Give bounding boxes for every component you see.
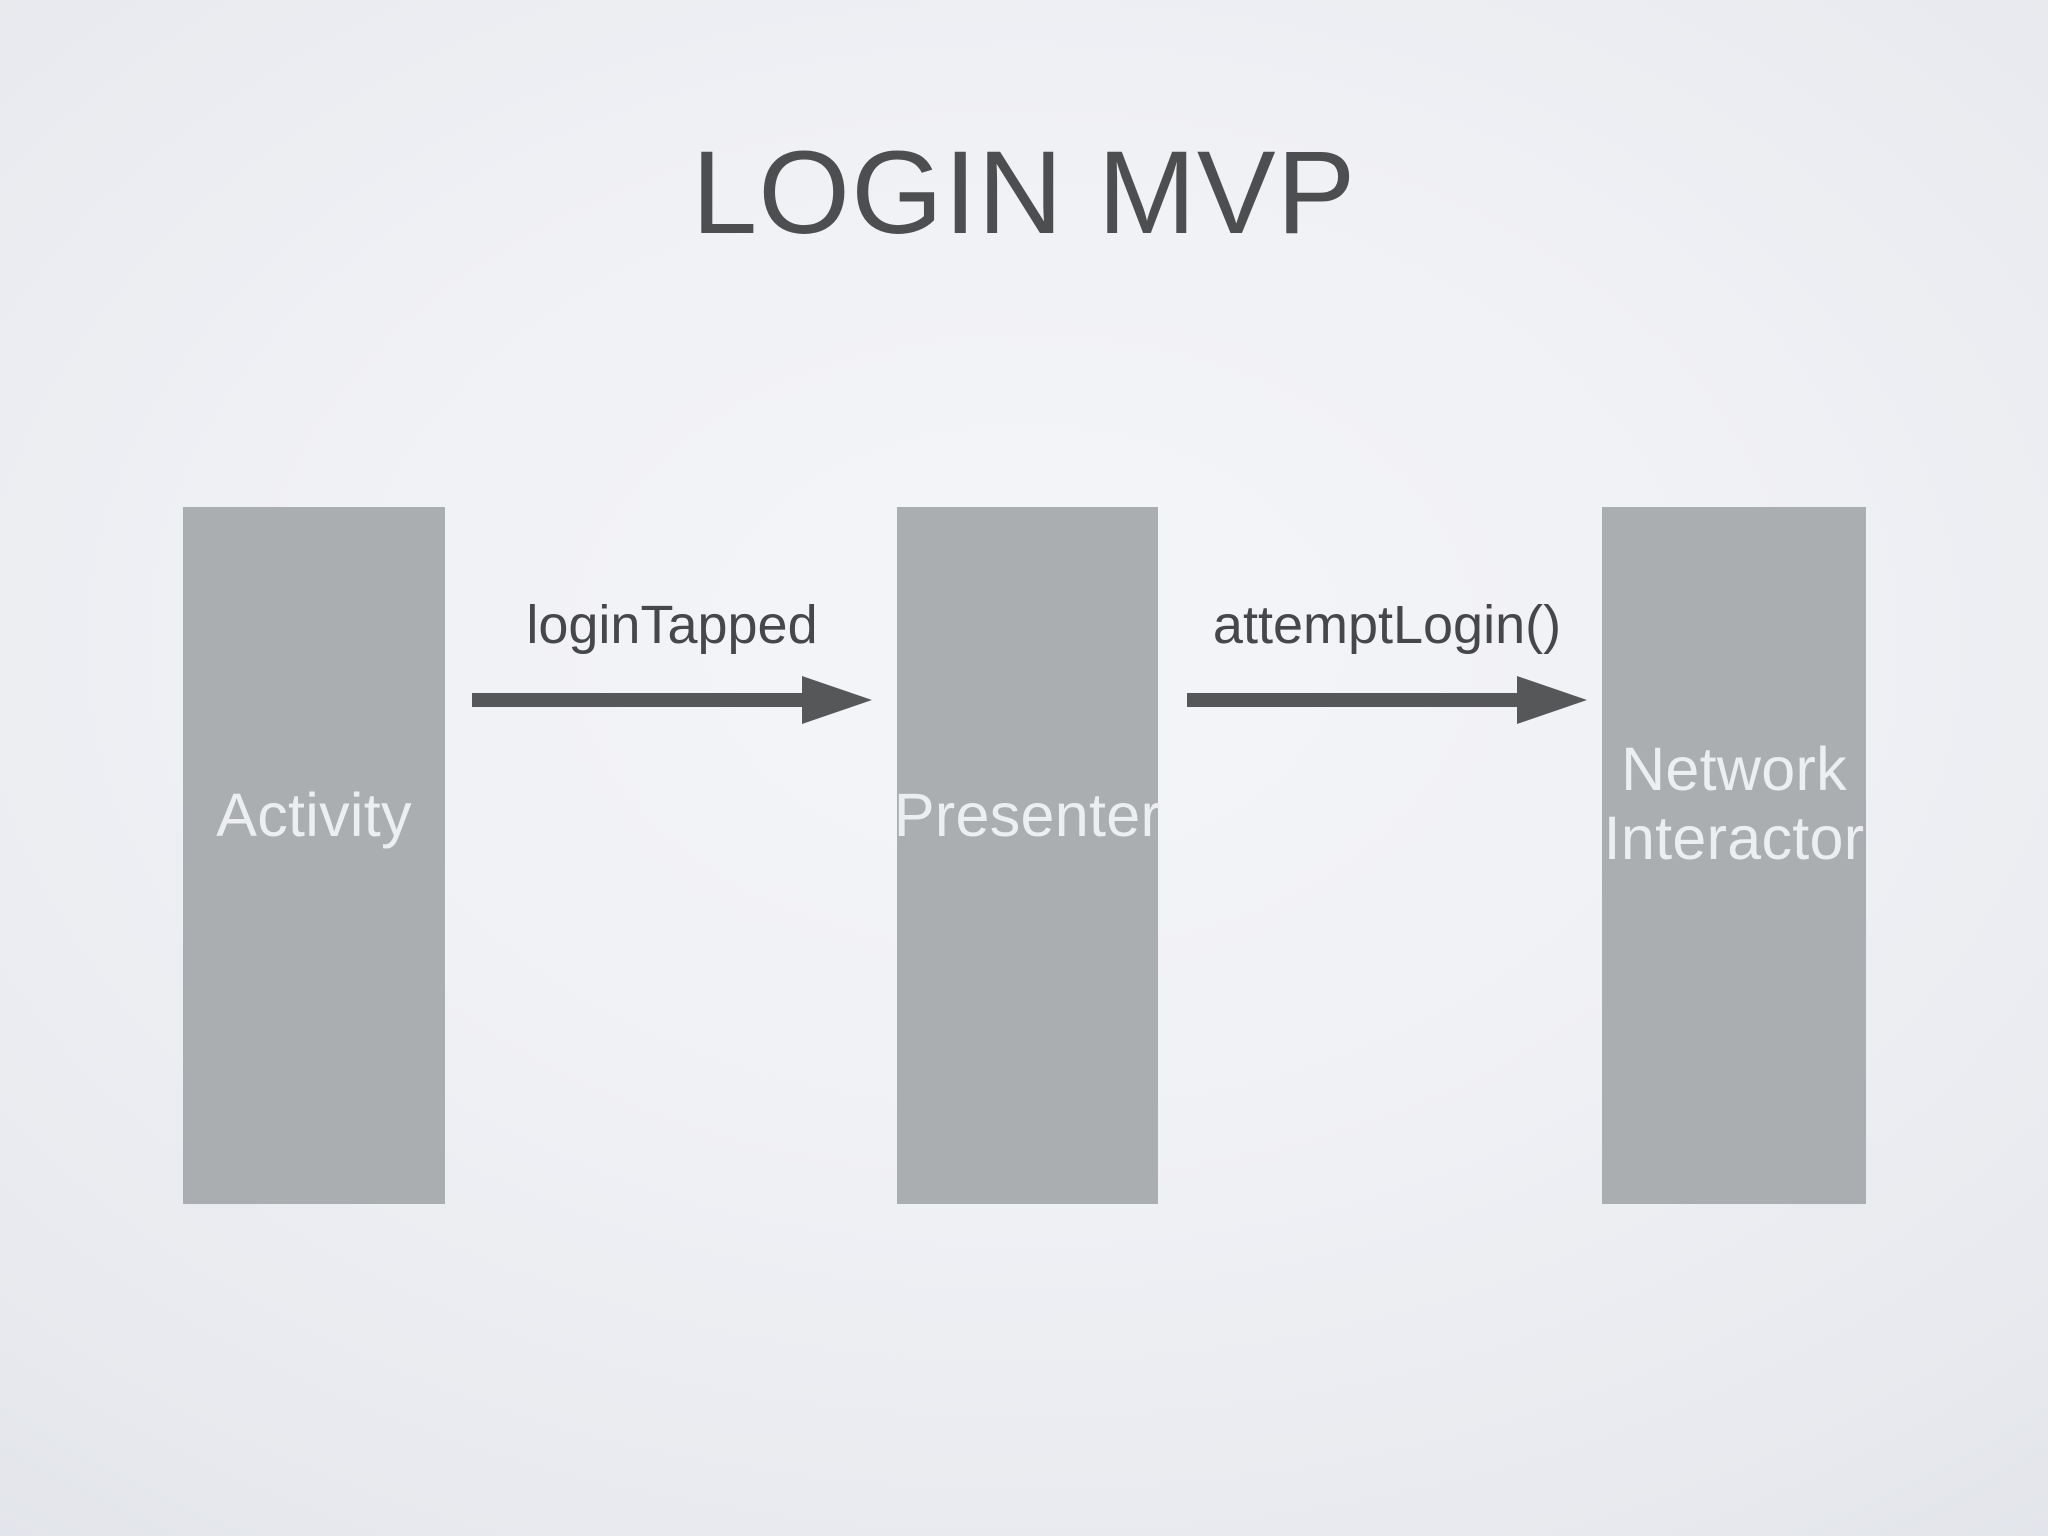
- page-title: LOGIN MVP: [691, 127, 1357, 259]
- diagram-node-network-interactor: Network Interactor: [1602, 507, 1866, 1204]
- diagram-node-label: Presenter: [893, 781, 1162, 850]
- arrow-label-attempt-login: attemptLogin(): [1212, 595, 1562, 655]
- diagram-node-presenter: Presenter: [893, 507, 1162, 1204]
- diagram-node-label: Network Interactor: [1603, 735, 1865, 872]
- arrow-right-icon: [1187, 676, 1587, 724]
- arrow-right-icon: [472, 676, 872, 724]
- flow-arrow-right-icon: [472, 670, 872, 730]
- flow-arrow-right-icon: [1187, 670, 1587, 730]
- arrow-label-login-tapped: loginTapped: [526, 595, 818, 655]
- diagram-node-activity: Activity: [183, 507, 445, 1204]
- diagram-node-label: Activity: [216, 781, 412, 850]
